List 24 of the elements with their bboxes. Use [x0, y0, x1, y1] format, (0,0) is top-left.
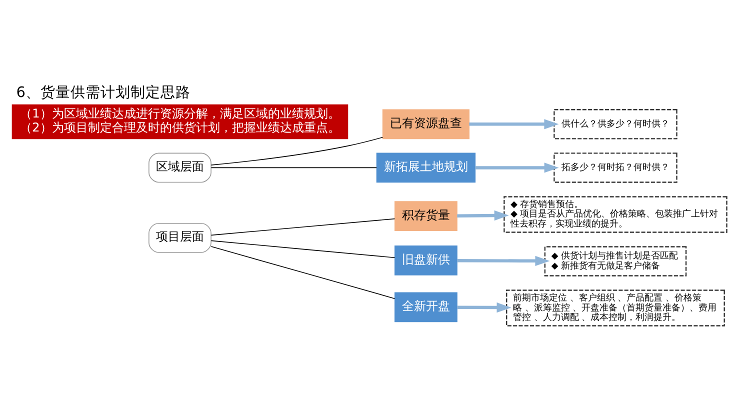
arrow [457, 210, 509, 221]
connector [210, 240, 396, 258]
arrow [469, 119, 559, 130]
connector [210, 218, 396, 236]
connector [210, 167, 377, 168]
node-box: 区域层面 [148, 152, 212, 183]
node-box: ◆ 供货计划与推售计划是否匹配 ◆ 新推货有无做足客户储备 [544, 246, 687, 276]
node-box: 供什么？供多少？何时供？ [554, 109, 678, 140]
node-box: 新拓展土地规划 [376, 152, 476, 183]
node-box: 旧盘新供 [394, 246, 458, 276]
node-box: 拓多少？何时拓？何时供？ [554, 152, 678, 183]
node-box: 已有资源盘查 [382, 109, 470, 140]
node-box: 积存货量 [394, 201, 458, 232]
node-box: 全新开盘 [394, 292, 458, 322]
node-box: 前期市场定位 、客户组织 、产品配置 、价格策略 、派筹监控 、开盘准备（首期货量准备）、费用管控 、人力调配 、成本控制，利润提升。 [506, 290, 725, 326]
node-box: （1）为区域业绩达成进行资源分解，满足区域的业绩规划。 （2）为项目制定合理及时的供货计划，把握业绩达成重点。 [12, 104, 348, 140]
arrow [475, 162, 559, 173]
connector [210, 246, 396, 299]
diagram-title: 6、货量供需计划制定思路 [16, 85, 190, 102]
connector [210, 136, 384, 166]
node-box: 项目层面 [148, 222, 212, 253]
arrow [457, 256, 550, 266]
node-box: ◆ 存货销售预估。 ◆ 项目是否从产品优化、价格策略、包装推广上针对性去积存，实现业绩的提升。 [504, 196, 728, 233]
arrow [457, 302, 512, 313]
